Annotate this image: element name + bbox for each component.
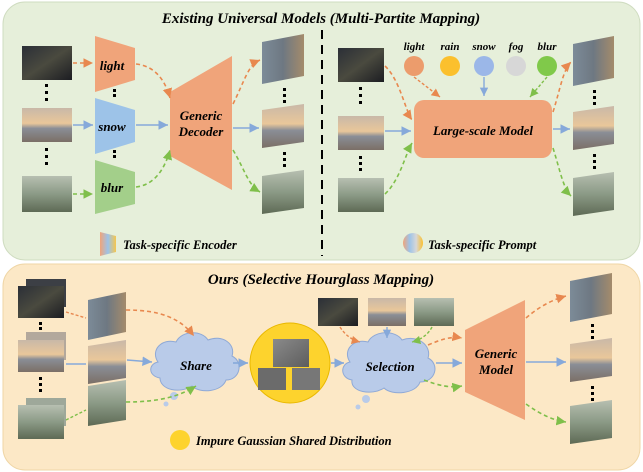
arrow-to-share-3 xyxy=(125,385,197,403)
encoder-snow xyxy=(95,98,135,154)
shared-sample-2 xyxy=(258,368,286,390)
arrow-to-share-2 xyxy=(126,356,153,367)
encoder-dots xyxy=(113,89,116,158)
encoder-blur xyxy=(95,160,135,214)
share-cloud xyxy=(150,332,240,407)
generic-model xyxy=(465,300,525,420)
decoder-label-line1: Generic xyxy=(180,108,223,123)
shared-sample-1 xyxy=(273,339,309,367)
legend-encoder-label: Task-specific Encoder xyxy=(123,238,237,252)
bottom-right-outputs xyxy=(570,273,612,444)
prompt-label-rain: rain xyxy=(441,41,460,53)
generic-decoder xyxy=(170,56,232,190)
arrow-sel-model-3 xyxy=(423,379,463,393)
arrow-bottom-in-3 xyxy=(65,409,87,421)
arrow-model-bottom-out-1 xyxy=(525,294,567,319)
input-image-blur xyxy=(22,176,72,212)
output-image-snow xyxy=(262,104,304,148)
selection-cloud xyxy=(342,332,436,410)
large-scale-model-label: Large-scale Model xyxy=(432,123,533,138)
encoder-light xyxy=(95,36,135,92)
prompt-label-light: light xyxy=(404,41,426,53)
selection-top-images xyxy=(318,298,454,326)
arrow-dec-out-light xyxy=(232,59,261,105)
arrow-model-out-light xyxy=(552,61,572,113)
arrow-in-model-light xyxy=(384,65,413,121)
prompt-dot-fog xyxy=(506,56,526,76)
selection-label: Selection xyxy=(365,359,414,374)
output-image-blur xyxy=(262,170,304,214)
large-scale-model xyxy=(414,100,552,158)
legend-prompt-icon xyxy=(403,233,423,253)
output-image-light xyxy=(262,34,304,84)
generic-model-label-line1: Generic xyxy=(475,346,518,361)
arrow-sel-img-1 xyxy=(339,326,361,345)
arrow-in-model-blur xyxy=(384,142,413,195)
generic-model-label-line2: Model xyxy=(478,362,513,377)
prompt-label-fog: fog xyxy=(509,41,524,53)
legend-dist-icon xyxy=(170,430,190,450)
prompt-dot-blur xyxy=(537,56,557,76)
share-label: Share xyxy=(180,358,212,373)
arrow-model-bottom-out-3 xyxy=(525,403,567,426)
arrow-to-share-1 xyxy=(125,309,195,337)
arrow-bottom-in-1 xyxy=(65,311,87,319)
bottom-stacked-inputs xyxy=(18,279,66,439)
prompt-dot-light xyxy=(404,56,424,76)
input-image-light xyxy=(22,46,72,80)
top-title: Existing Universal Models (Multi-Partite… xyxy=(161,11,480,27)
prompt-dot-snow xyxy=(474,56,494,76)
top-right-outputs xyxy=(573,36,614,216)
arrow-model-out-blur xyxy=(552,147,572,197)
top-right-inputs xyxy=(338,48,384,212)
arrow-sel-img-3 xyxy=(411,326,433,345)
legend-encoder-icon xyxy=(100,232,116,256)
bottom-title: Ours (Selective Hourglass Mapping) xyxy=(208,272,434,288)
top-left-inputs xyxy=(22,46,72,212)
vertical-dots xyxy=(45,84,48,165)
prompt-label-blur: blur xyxy=(538,41,558,53)
arrow-prompt-light xyxy=(413,76,441,98)
prompt-label-snow: snow xyxy=(471,41,496,53)
arrow-prompt-blur xyxy=(529,76,548,98)
top-left-outputs xyxy=(262,34,304,214)
encoder-label-snow: snow xyxy=(97,119,126,134)
bottom-middle-images xyxy=(88,292,126,426)
prompt-dot-rain xyxy=(440,56,460,76)
input-image-snow xyxy=(22,108,72,142)
decoder-label-line2: Decoder xyxy=(178,124,225,139)
arrow-dec-out-blur xyxy=(232,149,261,193)
legend-dist-label: Impure Gaussian Shared Distribution xyxy=(195,434,392,448)
encoder-label-light: light xyxy=(100,58,125,73)
legend-prompt-label: Task-specific Prompt xyxy=(428,238,537,252)
encoder-label-blur: blur xyxy=(101,180,124,195)
shared-sample-3 xyxy=(292,368,320,390)
arrow-sel-model-1 xyxy=(427,331,463,346)
